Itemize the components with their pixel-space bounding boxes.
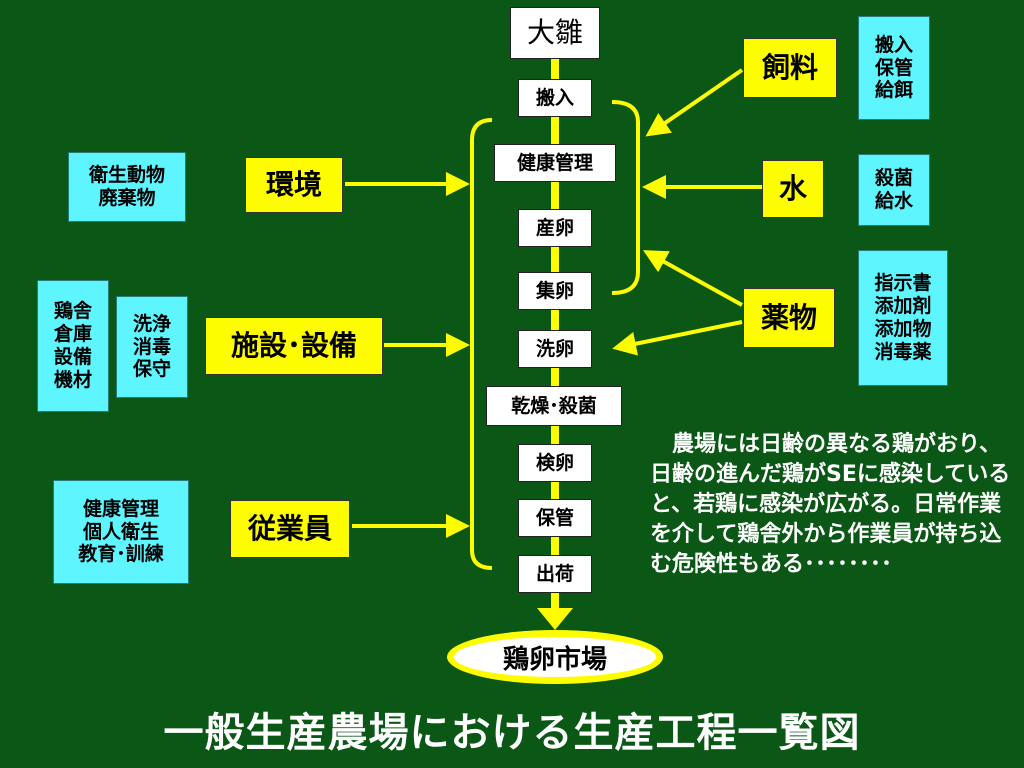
detail-jugyoin-text: 健康管理 個人衛生 教育･訓練 bbox=[78, 497, 164, 566]
arrow-yakubutsu-upper bbox=[643, 250, 743, 307]
explanatory-note: 農場には日齢の異なる鶏がおり、日齢の進んだ鶏がSEに感染していると、若鶏に感染が… bbox=[650, 432, 1011, 577]
detail-kankyo-text: 衛生動物 廃棄物 bbox=[88, 164, 165, 209]
step-kenran: 検卵 bbox=[518, 444, 592, 482]
step-hokan: 保管 bbox=[518, 499, 592, 537]
detail-shiryo-text: 搬入 保管 給餌 bbox=[874, 33, 913, 102]
detail-shisetsu-a: 鶏舎 倉庫 設備 機材 bbox=[37, 280, 109, 412]
detail-shisetsu-b: 洗浄 消毒 保守 bbox=[116, 296, 188, 398]
label-mizu: 水 bbox=[762, 160, 824, 218]
detail-mizu: 殺菌 給水 bbox=[858, 154, 930, 226]
label-jugyoin: 従業員 bbox=[230, 500, 350, 558]
detail-shiryo: 搬入 保管 給餌 bbox=[858, 16, 930, 120]
step-kanso-sakkin: 乾燥･殺菌 bbox=[486, 386, 622, 426]
detail-shisetsu-a-text: 鶏舎 倉庫 設備 機材 bbox=[53, 300, 92, 391]
end-node-market: 鶏卵市場 bbox=[447, 630, 663, 684]
step-sanran: 産卵 bbox=[518, 209, 592, 247]
arrow-yakubutsu-lower bbox=[612, 320, 743, 356]
step-shukka: 出荷 bbox=[518, 555, 592, 593]
detail-jugyoin: 健康管理 個人衛生 教育･訓練 bbox=[53, 480, 189, 584]
step-kenko-kanri: 健康管理 bbox=[494, 144, 616, 182]
arrow-shiryo bbox=[645, 68, 744, 137]
start-node: 大雛 bbox=[510, 7, 600, 59]
slide-title: 一般生産農場における生産工程一覧図 bbox=[163, 710, 861, 756]
step-shuran: 集卵 bbox=[518, 272, 592, 310]
label-shiryo: 飼料 bbox=[743, 38, 837, 98]
label-shisetsu-setsubi: 施設･設備 bbox=[205, 317, 383, 375]
label-yakubutsu: 薬物 bbox=[743, 288, 835, 348]
detail-yakubutsu: 指示書 添加剤 添加物 消毒薬 bbox=[858, 250, 948, 386]
step-senran: 洗卵 bbox=[518, 330, 592, 368]
detail-kankyo: 衛生動物 廃棄物 bbox=[68, 152, 186, 222]
main-flow-arrowhead bbox=[537, 608, 573, 630]
detail-mizu-text: 殺菌 給水 bbox=[874, 167, 913, 212]
left-bracket bbox=[470, 118, 493, 570]
right-bracket bbox=[611, 100, 640, 295]
detail-shisetsu-b-text: 洗浄 消毒 保守 bbox=[132, 312, 171, 381]
detail-yakubutsu-text: 指示書 添加剤 添加物 消毒薬 bbox=[874, 272, 932, 363]
label-kankyo: 環境 bbox=[245, 157, 343, 213]
step-hannyu: 搬入 bbox=[518, 79, 592, 117]
